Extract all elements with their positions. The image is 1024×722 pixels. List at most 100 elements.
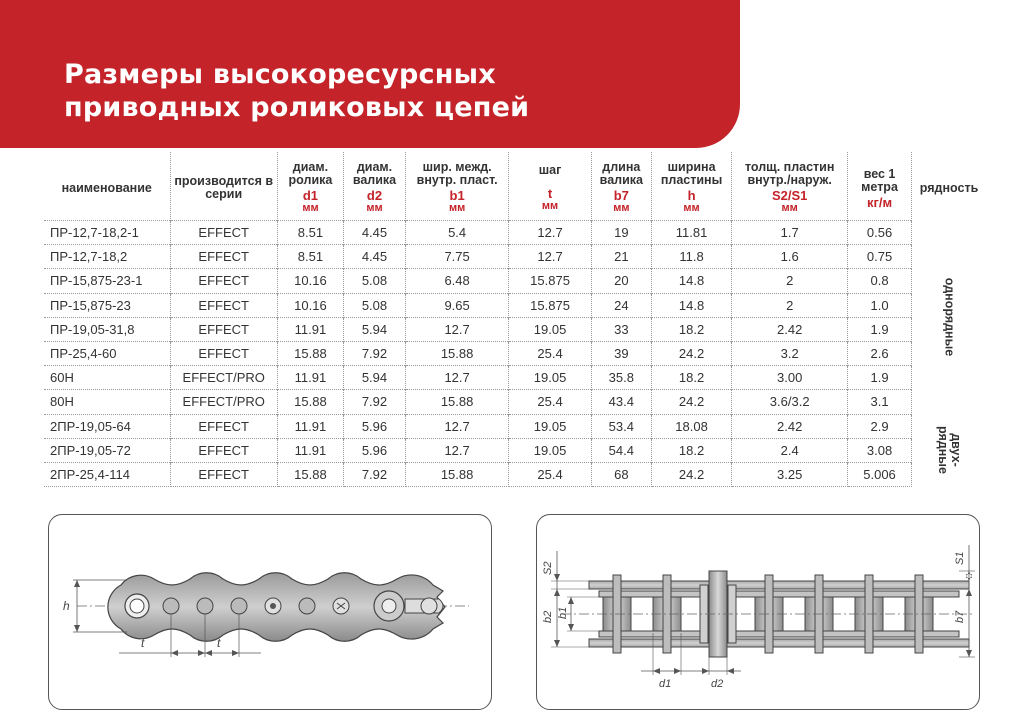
- cell-name: ПР-12,7-18,2-1: [44, 219, 171, 245]
- header-series: производится в серии: [170, 152, 278, 221]
- cell-b1: 7.75: [405, 244, 510, 269]
- cell-s: 3.25: [731, 461, 849, 488]
- chain-top-view-drawing: S2 b2 b1 S1 b7 d1 d2: [542, 545, 975, 690]
- dim-b2-label: b2: [542, 611, 554, 623]
- cell-name: ПР-15,875-23-1: [44, 268, 171, 294]
- cell-d2: 7.92: [343, 461, 406, 488]
- cell-series: EFFECT/PRO: [170, 389, 278, 414]
- cell-name: 2ПР-19,05-64: [44, 413, 171, 439]
- cell-weight: 2.6: [847, 340, 913, 366]
- cell-weight: 1.0: [847, 292, 913, 318]
- cell-h: 18.2: [651, 437, 733, 463]
- cell-weight: 3.1: [847, 389, 913, 414]
- cell-series: EFFECT: [170, 316, 278, 342]
- dim-b7-label: b7: [954, 610, 966, 623]
- cell-b1: 5.4: [405, 219, 510, 245]
- cell-b1: 15.88: [405, 340, 510, 366]
- cell-s: 1.7: [731, 219, 849, 245]
- dim-t-label-2: t: [217, 636, 221, 650]
- cell-d1: 15.88: [277, 389, 345, 414]
- cell-t: 25.4: [508, 389, 592, 414]
- cell-b7: 19: [591, 219, 652, 245]
- dim-t-label-1: t: [141, 636, 145, 650]
- cell-b1: 12.7: [405, 316, 510, 342]
- cell-d2: 5.96: [343, 413, 406, 439]
- cell-name: ПР-12,7-18,2: [44, 244, 171, 269]
- dim-b1-label: b1: [557, 607, 569, 619]
- cell-d2: 4.45: [343, 219, 406, 245]
- chain-top-view-panel: S2 b2 b1 S1 b7 d1 d2: [536, 514, 980, 710]
- header-name: наименование: [44, 152, 171, 221]
- cell-b7: 53.4: [591, 413, 652, 439]
- cell-d1: 10.16: [277, 292, 345, 318]
- cell-d1: 15.88: [277, 461, 345, 488]
- cell-t: 15.875: [508, 268, 592, 294]
- cell-d2: 4.45: [343, 244, 406, 269]
- cell-d1: 11.91: [277, 365, 345, 390]
- cell-h: 18.2: [651, 365, 733, 390]
- cell-b7: 39: [591, 340, 652, 366]
- cell-t: 12.7: [508, 244, 592, 269]
- cell-b1: 9.65: [405, 292, 510, 318]
- page-title-line-2: приводных роликовых цепей: [64, 92, 530, 123]
- cell-weight: 5.006: [847, 461, 913, 488]
- cell-h: 11.81: [651, 219, 733, 245]
- header-rows: рядность: [919, 180, 979, 195]
- cell-b7: 33: [591, 316, 652, 342]
- cell-d2: 7.92: [343, 389, 406, 414]
- cell-d2: 5.94: [343, 316, 406, 342]
- cell-d1: 8.51: [277, 244, 345, 269]
- cell-b7: 35.8: [591, 365, 652, 390]
- cell-name: 2ПР-25,4-114: [44, 461, 171, 488]
- cell-b7: 21: [591, 244, 652, 269]
- page-title: Размеры высокоресурсных приводных ролико…: [64, 58, 529, 124]
- cell-series: EFFECT: [170, 219, 278, 245]
- cell-series: EFFECT/PRO: [170, 365, 278, 390]
- cell-d1: 11.91: [277, 316, 345, 342]
- cell-t: 12.7: [508, 219, 592, 245]
- group-double-row: двух-рядные: [912, 414, 986, 487]
- cell-h: 24.2: [651, 340, 733, 366]
- dim-d1-label: d1: [659, 678, 671, 690]
- cell-series: EFFECT: [170, 268, 278, 294]
- cell-b1: 12.7: [405, 437, 510, 463]
- cell-b7: 43.4: [591, 389, 652, 414]
- cell-d1: 10.16: [277, 268, 345, 294]
- dim-s1-label: S1: [954, 552, 966, 565]
- cell-d2: 5.94: [343, 365, 406, 390]
- cell-d1: 11.91: [277, 437, 345, 463]
- cell-weight: 0.8: [847, 268, 913, 294]
- cell-d1: 11.91: [277, 413, 345, 439]
- cell-series: EFFECT: [170, 461, 278, 488]
- chain-spec-table: наименование производится в серии диам. …: [44, 152, 986, 488]
- group-label: двух-рядные: [936, 426, 964, 475]
- cell-t: 19.05: [508, 437, 592, 463]
- cell-weight: 3.08: [847, 437, 913, 463]
- cell-series: EFFECT: [170, 413, 278, 439]
- cell-b7: 24: [591, 292, 652, 318]
- page-title-line-1: Размеры высокоресурсных: [64, 59, 496, 90]
- cell-name: 2ПР-19,05-72: [44, 437, 171, 463]
- cell-b7: 20: [591, 268, 652, 294]
- cell-name: ПР-19,05-31,8: [44, 316, 171, 342]
- group-single-row: однорядные: [912, 221, 986, 415]
- cell-h: 11.8: [651, 244, 733, 269]
- cell-series: EFFECT: [170, 244, 278, 269]
- cell-s: 2: [731, 268, 849, 294]
- cell-series: EFFECT: [170, 437, 278, 463]
- cell-name: ПР-15,875-23: [44, 292, 171, 318]
- cell-h: 18.2: [651, 316, 733, 342]
